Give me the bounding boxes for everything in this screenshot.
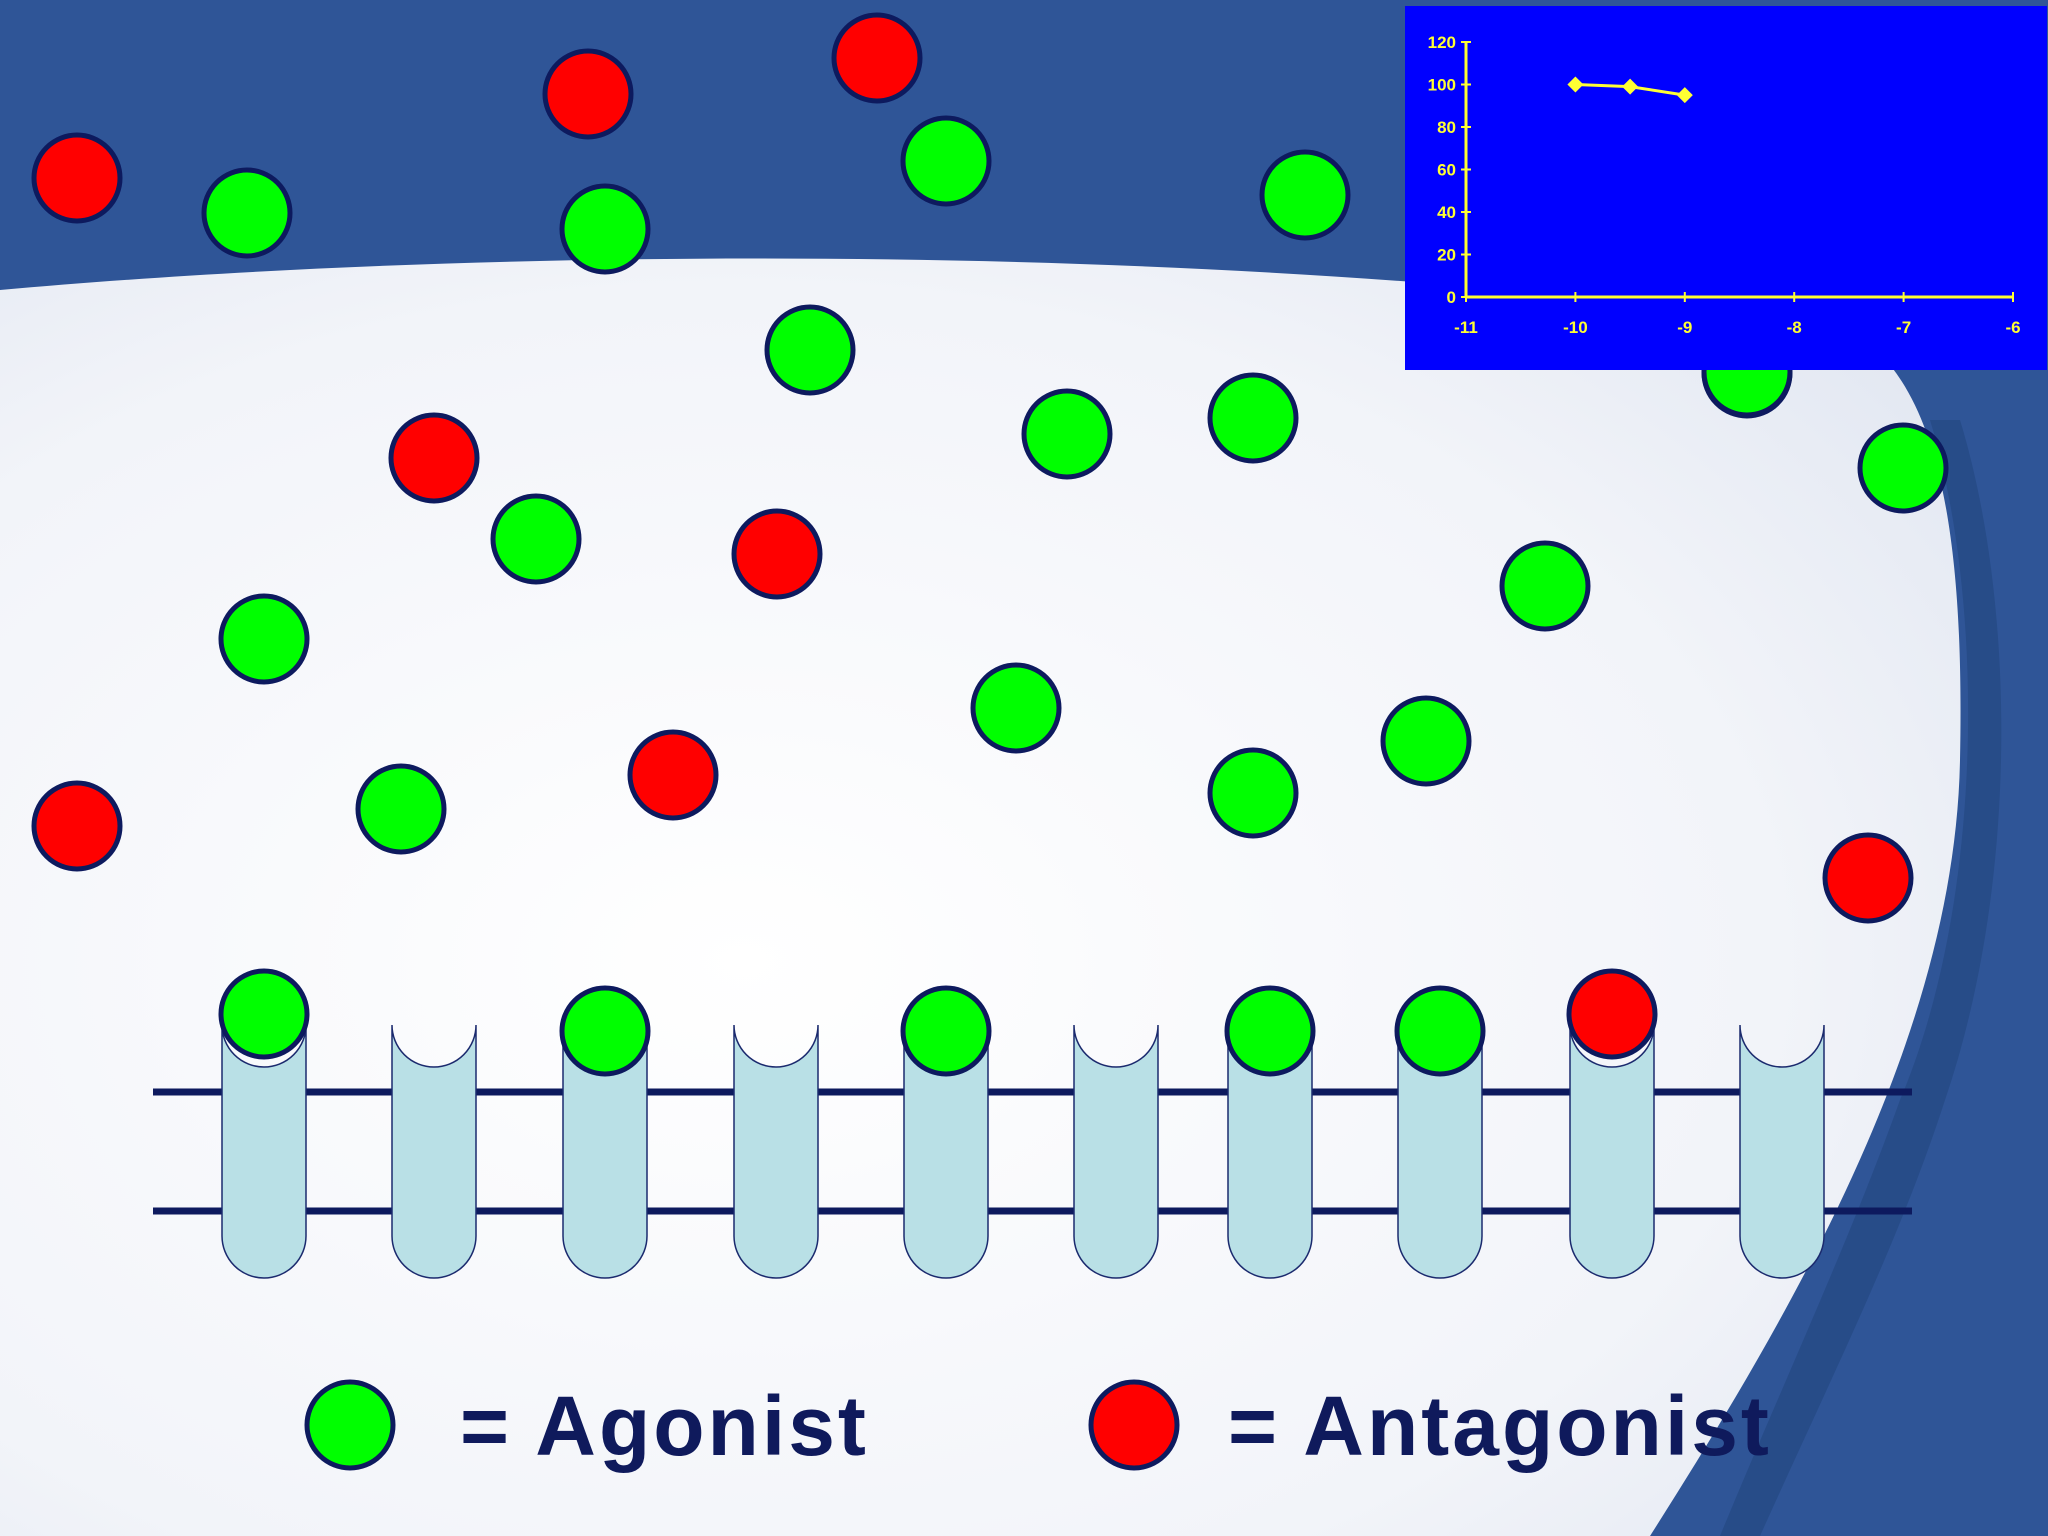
bound-agonist-molecule	[218, 968, 310, 1060]
receptor-body	[1569, 1024, 1655, 1279]
agonist-molecule	[218, 593, 310, 685]
slide-curve-accent	[1720, 420, 2002, 1536]
antagonist-molecule	[831, 12, 923, 104]
x-tick-label: -8	[1787, 318, 1802, 337]
x-tick-label: -11	[1454, 318, 1478, 337]
receptor	[733, 1024, 819, 1279]
dose-response-chart: 0 20 40 60 80 100 120 -11 -10 -9 -8 -7 -6	[1405, 6, 2047, 370]
receptor-body	[1073, 1024, 1159, 1279]
bound-agonist-molecule	[1394, 985, 1486, 1077]
receptor-body	[1739, 1024, 1825, 1279]
agonist-molecule	[201, 167, 293, 259]
slide-white-panel	[0, 258, 1961, 1536]
agonist-molecule	[970, 662, 1062, 754]
x-tick-label: -7	[1896, 318, 1911, 337]
legend-antagonist-label: = Antagonist	[1228, 1379, 1772, 1473]
agonist-molecule	[1857, 422, 1949, 514]
bound-agonist-molecule	[1224, 985, 1316, 1077]
antagonist-molecule	[731, 508, 823, 600]
bound-antagonist-molecule	[1566, 968, 1658, 1060]
y-tick-label: 60	[1437, 161, 1456, 180]
receptor	[1073, 1024, 1159, 1279]
receptors	[218, 968, 1825, 1279]
receptor-body	[391, 1024, 477, 1279]
agonist-molecule	[355, 763, 447, 855]
receptor-body	[733, 1024, 819, 1279]
y-tick-label: 0	[1447, 288, 1456, 307]
x-tick-label: -9	[1677, 318, 1692, 337]
receptor	[1566, 968, 1658, 1279]
chart-series	[1567, 76, 1693, 104]
legend-swatches	[304, 1379, 1180, 1471]
receptor	[900, 985, 992, 1279]
receptor	[1739, 1024, 1825, 1279]
agonist-molecule	[1021, 388, 1113, 480]
antagonist-molecule	[31, 780, 123, 872]
chart-background	[1405, 6, 2047, 370]
receptor	[391, 1024, 477, 1279]
agonist-molecule	[1380, 695, 1472, 787]
agonist-molecule	[764, 304, 856, 396]
receptor	[218, 968, 310, 1279]
x-tick-label: -10	[1563, 318, 1588, 337]
agonist-molecule	[1259, 149, 1351, 241]
legend-agonist-swatch	[304, 1379, 396, 1471]
y-tick-label: 80	[1437, 118, 1456, 137]
receptor-body	[221, 1024, 307, 1279]
chart-axes: 0 20 40 60 80 100 120 -11 -10 -9 -8 -7 -6	[1428, 33, 2021, 337]
data-point	[1622, 78, 1639, 95]
agonist-molecule	[490, 493, 582, 585]
antagonist-molecule	[1822, 832, 1914, 924]
antagonist-molecule	[31, 132, 123, 224]
legend-antagonist-swatch	[1088, 1379, 1180, 1471]
agonist-molecule	[1207, 372, 1299, 464]
antagonist-molecule	[388, 412, 480, 504]
receptor	[1224, 985, 1316, 1279]
x-tick-label: -6	[2005, 318, 2020, 337]
agonist-molecule	[900, 115, 992, 207]
y-tick-label: 120	[1428, 33, 1456, 52]
agonist-molecule	[1207, 747, 1299, 839]
y-tick-label: 100	[1428, 76, 1456, 95]
data-point	[1676, 87, 1693, 104]
data-point	[1567, 76, 1584, 93]
antagonist-molecule	[627, 729, 719, 821]
y-tick-label: 40	[1437, 203, 1456, 222]
legend-agonist-label: = Agonist	[460, 1379, 869, 1473]
y-tick-label: 20	[1437, 246, 1456, 265]
free-molecules	[31, 12, 1949, 924]
receptor	[1394, 985, 1486, 1279]
bound-agonist-molecule	[559, 985, 651, 1077]
bound-agonist-molecule	[900, 985, 992, 1077]
antagonist-molecule	[542, 48, 634, 140]
receptor	[559, 985, 651, 1279]
agonist-molecule	[1499, 540, 1591, 632]
agonist-molecule	[559, 183, 651, 275]
